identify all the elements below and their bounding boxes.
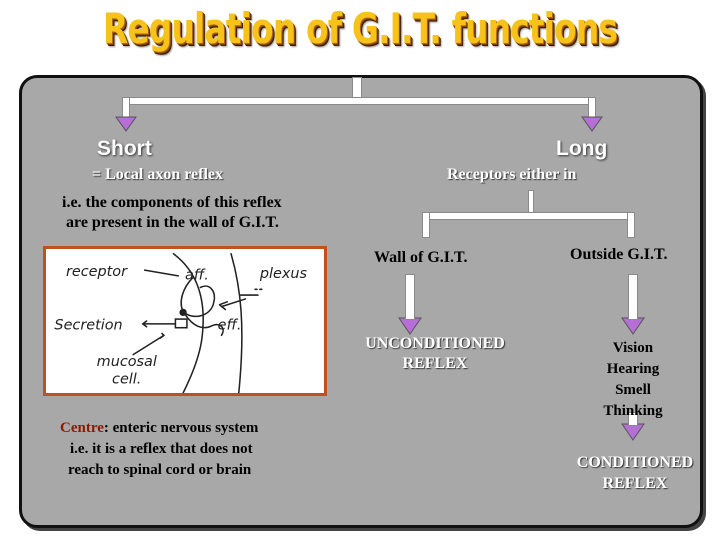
wall-label: Wall of G.I.T.: [374, 249, 468, 266]
unconditioned-line1: UNCONDITIONED: [365, 335, 505, 352]
sense-thinking: Thinking: [603, 403, 663, 419]
sense-hearing: Hearing: [606, 361, 660, 377]
connector-senses-to-conditioned: [628, 412, 638, 426]
unconditioned-reflex: UNCONDITIONED REFLEX: [340, 334, 530, 374]
reflex-sketch-drawing: receptor aff. plexus Secretion eff. muco…: [54, 253, 308, 394]
conditioned-line1: CONDITIONED: [576, 454, 694, 471]
reflex-sketch: receptor aff. plexus Secretion eff. muco…: [43, 246, 327, 396]
short-description-line1: i.e. the components of this reflex: [62, 194, 282, 211]
outside-label: Outside G.I.T.: [570, 246, 668, 263]
short-description-line2: are present in the wall of G.I.T.: [66, 214, 279, 231]
sketch-label-eff: eff.: [218, 318, 242, 334]
sense-vision: Vision: [612, 340, 654, 356]
centre-line1: Centre: enteric nervous system: [60, 420, 258, 437]
arrow-down-icon: [115, 116, 137, 132]
sketch-label-cell: cell.: [112, 371, 141, 387]
arrow-down-icon: [581, 116, 603, 132]
sketch-label-plexus: plexus: [259, 266, 308, 282]
short-subtitle: = Local axon reflex: [92, 166, 224, 183]
long-heading: Long: [556, 137, 608, 160]
connector-wall-to-unconditioned: [405, 274, 415, 320]
short-heading: Short: [97, 137, 152, 160]
arrow-down-icon: [621, 423, 645, 441]
centre-line2: i.e. it is a reflex that does not: [70, 441, 253, 457]
sketch-label-secretion: Secretion: [54, 318, 122, 334]
sense-smell: Smell: [615, 382, 651, 398]
connector-outside-to-senses: [628, 274, 638, 320]
sketch-label-aff: aff.: [185, 268, 209, 284]
arrow-down-icon: [621, 317, 645, 335]
sketch-label-receptor: receptor: [66, 264, 128, 280]
conditioned-line2: REFLEX: [602, 475, 668, 492]
connector-wall-drop: [422, 212, 430, 238]
sketch-label-mucosal: mucosal: [97, 354, 157, 370]
centre-label: Centre: [60, 420, 104, 436]
connector-outside-drop: [627, 212, 635, 238]
receptors-label: Receptors either in: [447, 166, 577, 183]
connector-long-horizontal: [422, 212, 634, 220]
centre-line3: reach to spinal cord or brain: [68, 462, 252, 478]
centre-text: : enteric nervous system: [103, 420, 259, 436]
senses-list: Vision Hearing Smell Thinking: [583, 338, 683, 422]
unconditioned-line2: REFLEX: [402, 355, 468, 372]
conditioned-reflex: CONDITIONED REFLEX: [560, 452, 710, 494]
page-title: Regulation of G.I.T. functions: [102, 4, 618, 53]
arrow-down-icon: [398, 317, 422, 335]
